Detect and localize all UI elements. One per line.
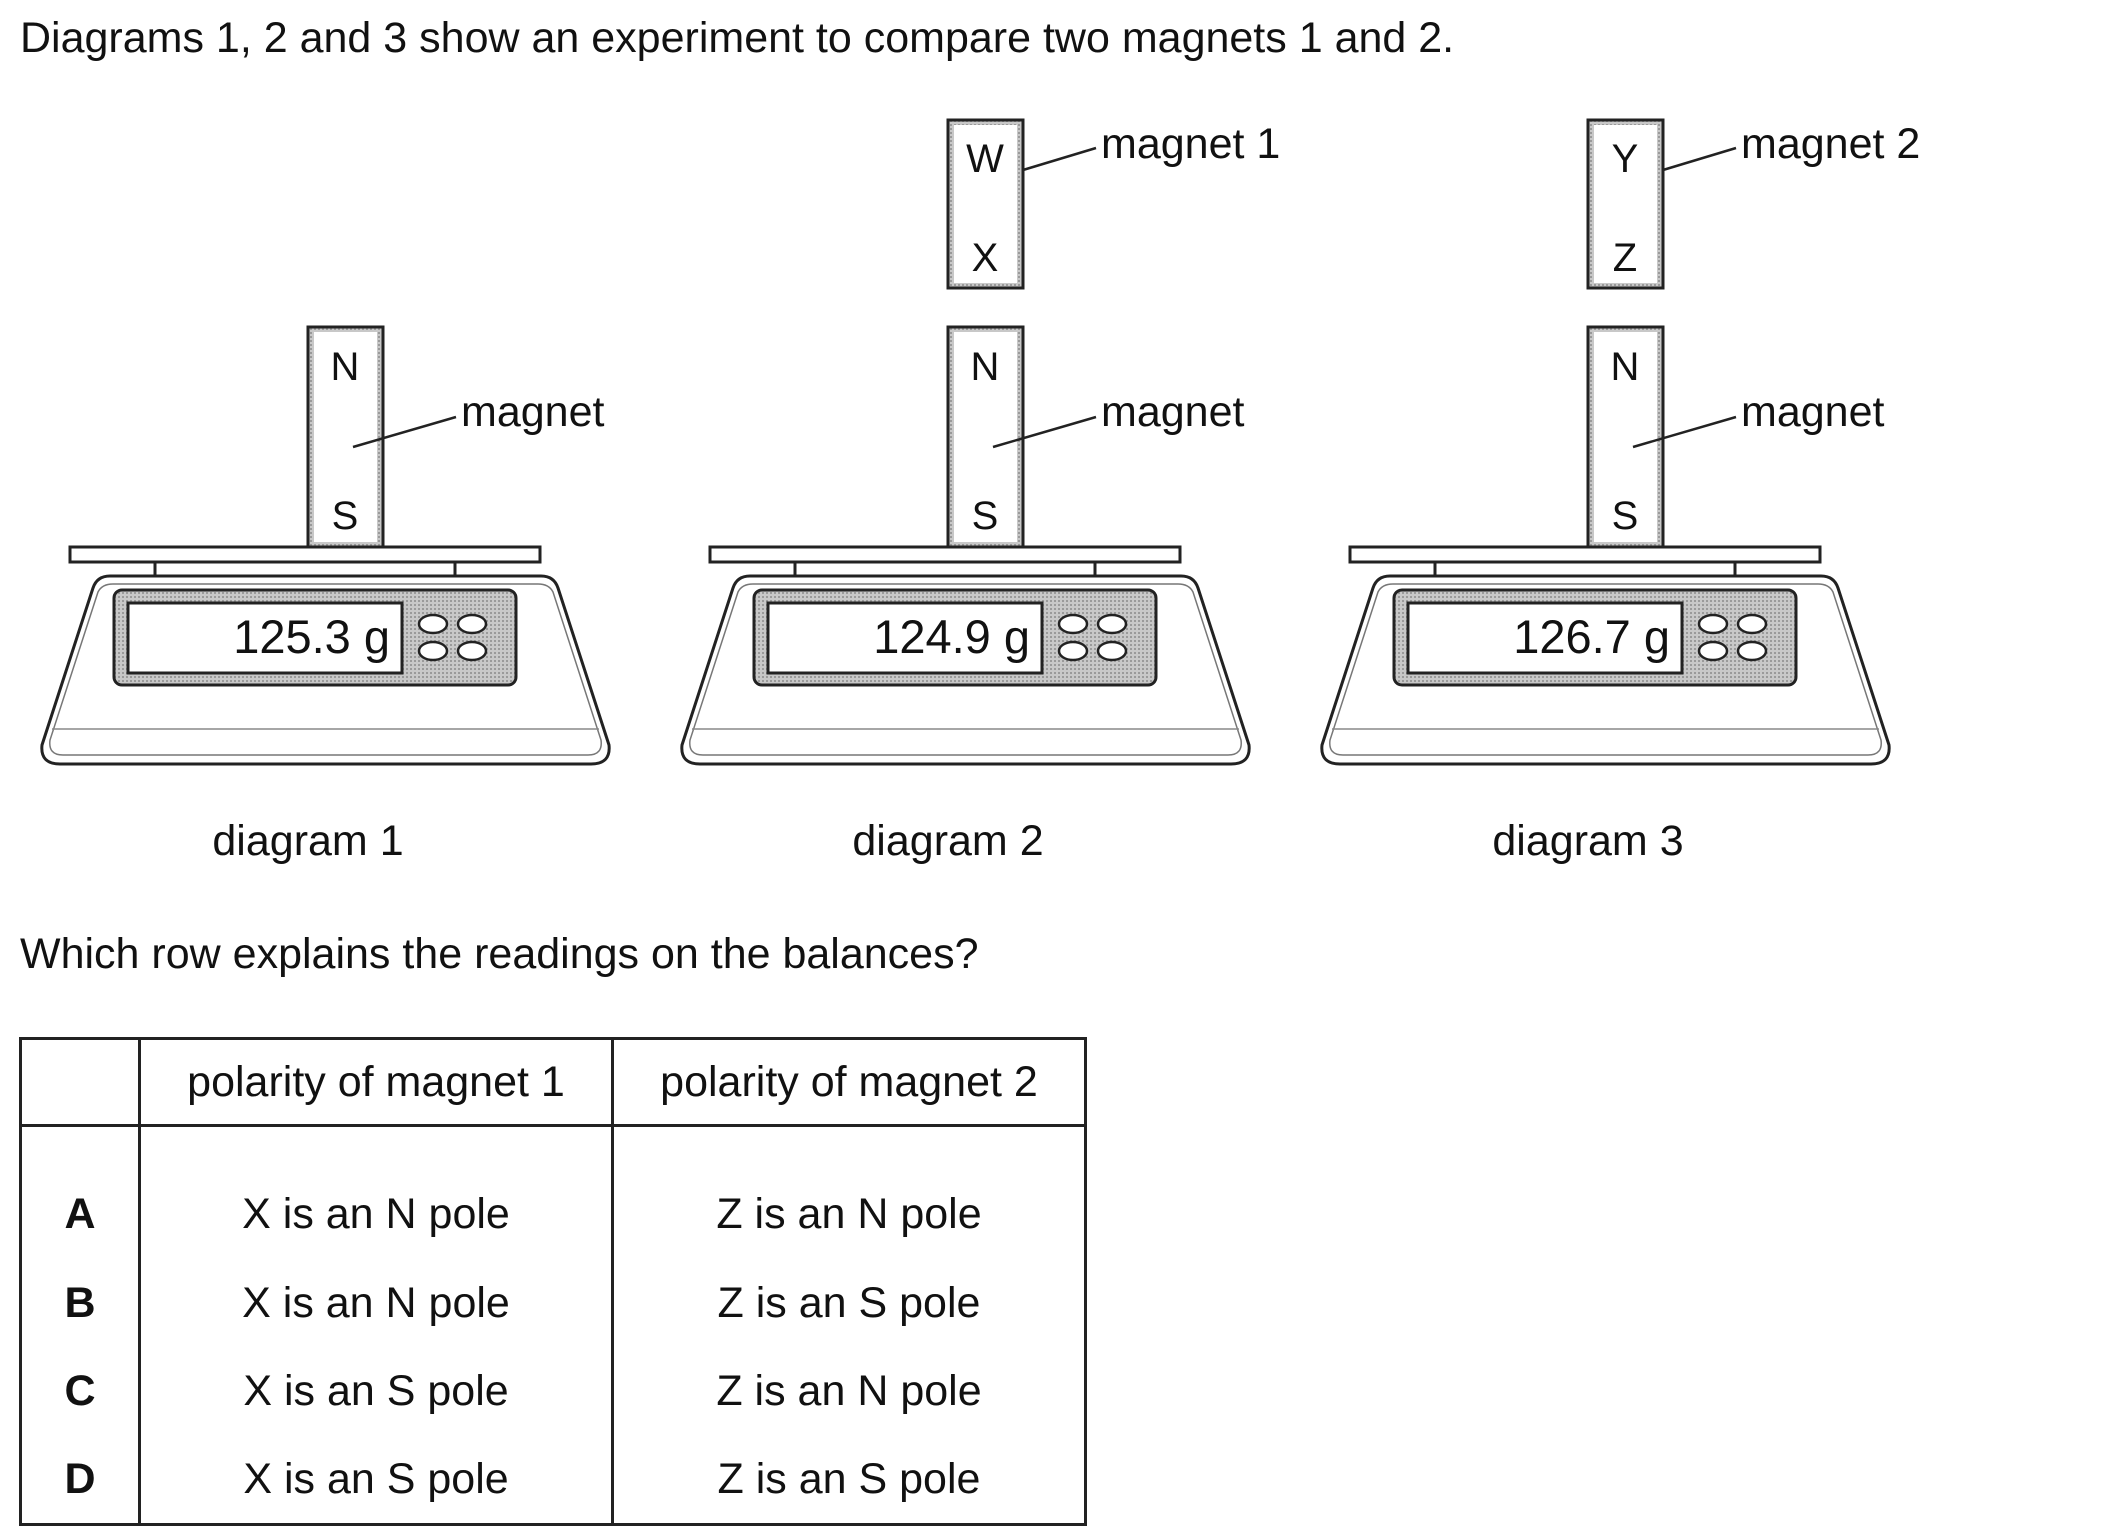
option-key: C [19,1347,141,1435]
balance-reading: 124.9 g [873,610,1030,663]
magnet-label: magnet [1741,388,1884,436]
option-magnet1: X is an N pole [138,1259,614,1347]
upper-magnet-2 [1586,118,1738,290]
magnet-label: magnet [461,388,604,436]
table-row[interactable]: C X is an S pole Z is an N pole [19,1347,1087,1435]
magnet1-label: magnet 1 [1101,120,1280,168]
option-key: D [19,1435,141,1526]
magnet1-top-pole: W [966,137,1004,181]
prompt-text: Which row explains the readings on the b… [20,930,979,978]
option-magnet2: Z is an S pole [611,1435,1087,1526]
option-key: B [19,1259,141,1347]
question-text: Diagrams 1, 2 and 3 show an experiment t… [20,14,1455,62]
balance-reading: 125.3 g [233,610,390,663]
option-magnet2: Z is an N pole [611,1347,1087,1435]
magnet-label: magnet [1101,388,1244,436]
magnet-bottom-pole: S [332,494,359,538]
option-magnet1: X is an S pole [138,1347,614,1435]
magnet1-bottom-pole: X [972,236,999,280]
magnet-top-pole: N [1611,345,1640,389]
diagram-1: N S magnet 125.3 g diagram 1 [40,325,611,865]
option-magnet1: X is an S pole [138,1435,614,1526]
table-header-magnet1: polarity of magnet 1 [138,1037,614,1127]
diagram-3: Y Z magnet 2 N S magnet 126.7 g diagram … [1320,118,1920,865]
diagram-2: W X magnet 1 N S magnet 124.9 g diagram … [680,118,1280,865]
option-magnet1: X is an N pole [138,1125,614,1259]
option-magnet2: Z is an S pole [611,1259,1087,1347]
magnet2-label: magnet 2 [1741,120,1920,168]
table-row[interactable]: A X is an N pole Z is an N pole [19,1125,1087,1259]
table-row[interactable]: D X is an S pole Z is an S pole [19,1435,1087,1526]
diagram-caption: diagram 3 [1492,817,1683,865]
magnet2-bottom-pole: Z [1613,236,1637,280]
option-key: A [19,1125,141,1259]
table-header-row: polarity of magnet 1 polarity of magnet … [19,1037,1087,1127]
table-header-magnet2: polarity of magnet 2 [611,1037,1087,1127]
diagram-caption: diagram 2 [852,817,1043,865]
magnet-top-pole: N [971,345,1000,389]
magnet-top-pole: N [331,345,360,389]
diagram-caption: diagram 1 [212,817,403,865]
magnet-bottom-pole: S [1612,494,1639,538]
table-row[interactable]: B X is an N pole Z is an S pole [19,1259,1087,1347]
magnet-bottom-pole: S [972,494,999,538]
table-header-key [19,1037,141,1127]
option-magnet2: Z is an N pole [611,1125,1087,1259]
magnet2-top-pole: Y [1612,137,1639,181]
balance-reading: 126.7 g [1513,610,1670,663]
answer-table: polarity of magnet 1 polarity of magnet … [19,1037,1087,1526]
experiment-figure: N S magnet 125.3 g diagram 1 W X magnet … [40,118,1920,865]
